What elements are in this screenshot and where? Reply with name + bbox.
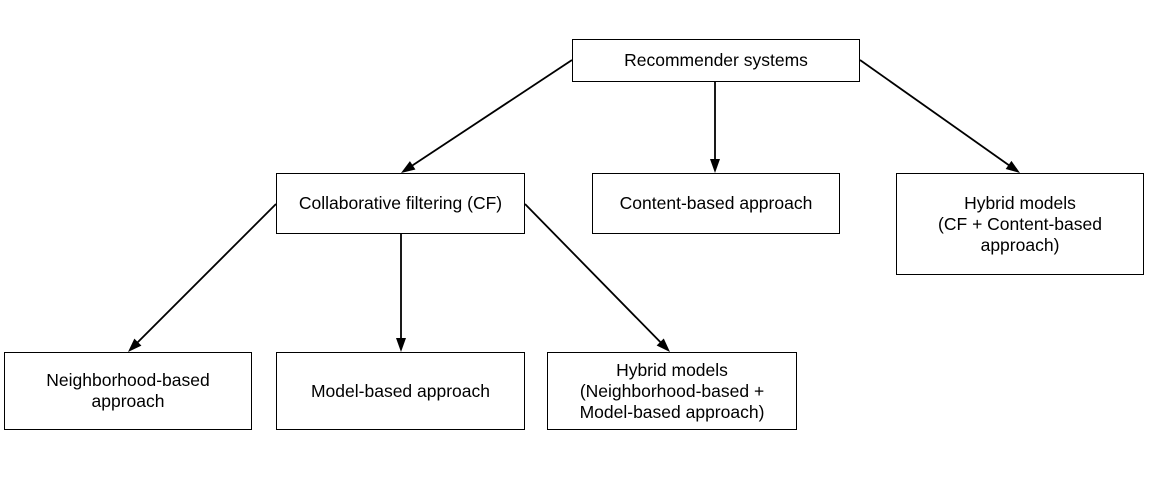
node-label: Recommender systems <box>624 50 808 70</box>
node-model-based-approach: Model-based approach <box>276 352 525 430</box>
node-recommender-systems: Recommender systems <box>572 39 860 82</box>
arrowhead-root-to-content <box>710 159 720 173</box>
node-label: Model-based approach <box>310 380 490 401</box>
arrowhead-root-to-cf <box>401 161 416 173</box>
arrowhead-cf-to-hybrid2 <box>656 338 670 352</box>
node-collaborative-filtering: Collaborative filtering (CF) <box>276 173 525 234</box>
node-label: Collaborative filtering (CF) <box>298 193 503 213</box>
node-hybrid-models-cf-content: Hybrid models (CF + Content-based approa… <box>896 173 1144 275</box>
node-label: Hybrid models (CF + Content-based approa… <box>938 192 1102 255</box>
node-label: Content-based approach <box>619 193 813 213</box>
node-neighborhood-based-approach: Neighborhood-based approach <box>4 352 252 430</box>
node-content-based-approach: Content-based approach <box>592 173 840 234</box>
edge-root-to-hybrid <box>859 59 1011 167</box>
arrowhead-cf-to-model <box>396 338 406 352</box>
node-label: Hybrid models (Neighborhood-based + Mode… <box>579 359 765 422</box>
arrowhead-root-to-hybrid <box>1005 160 1020 173</box>
edge-root-to-cf <box>410 59 573 168</box>
edge-cf-to-nbr <box>135 203 277 345</box>
node-hybrid-models-neighborhood-model: Hybrid models (Neighborhood-based + Mode… <box>547 352 797 430</box>
arrowhead-cf-to-nbr <box>128 338 142 352</box>
node-label: Neighborhood-based approach <box>46 370 210 411</box>
edge-cf-to-hybrid2 <box>524 203 663 345</box>
